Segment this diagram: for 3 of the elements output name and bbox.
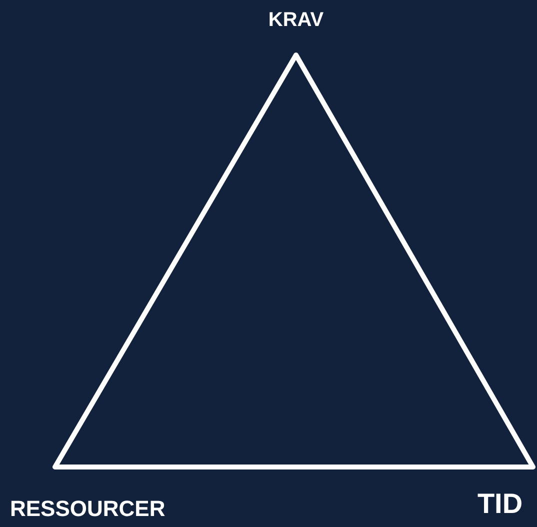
corner-label: RESSOURCER: [10, 498, 166, 520]
corner-label: KRAV: [268, 10, 324, 30]
corner-label: TID: [477, 490, 523, 518]
